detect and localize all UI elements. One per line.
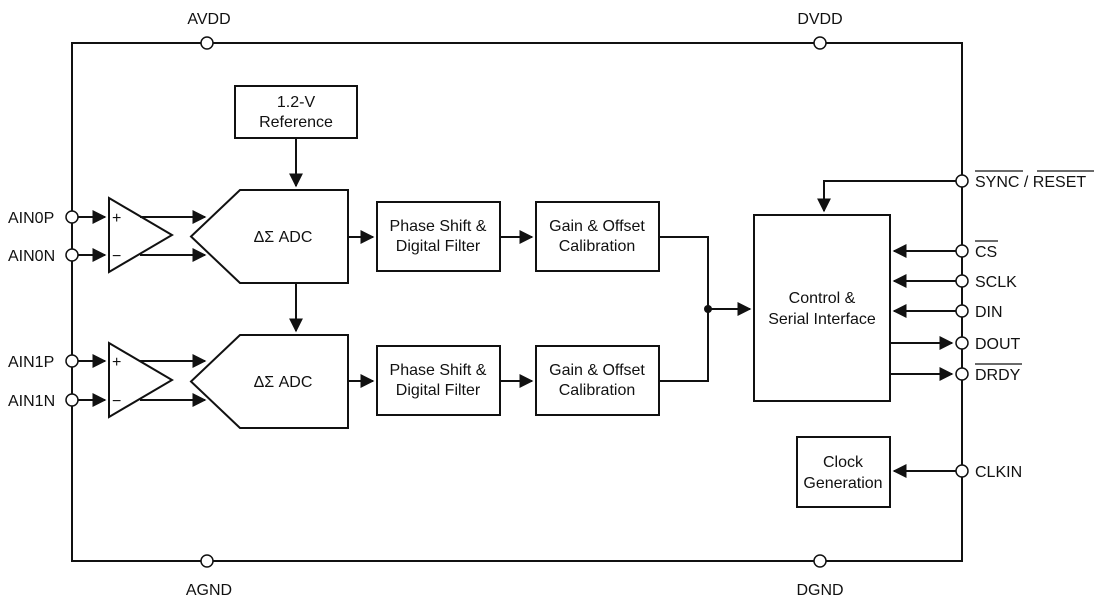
din-label: DIN xyxy=(975,304,1003,321)
dout-label: DOUT xyxy=(975,336,1021,353)
din-pin xyxy=(955,304,969,318)
sync-reset-arrow xyxy=(817,180,956,213)
cal0-to-junction-wire xyxy=(659,236,709,309)
calibration-1-label-line2: Calibration xyxy=(559,382,635,399)
amplifier-1-plus: + xyxy=(112,354,121,371)
filter-1-block xyxy=(376,345,501,416)
amplifier-1-minus: − xyxy=(112,393,121,410)
agnd-pin xyxy=(200,554,214,568)
calibration-1-label-line1: Gain & Offset xyxy=(549,362,645,379)
filter-0-label-line1: Phase Shift & xyxy=(390,218,487,235)
calibration-0-label-line2: Calibration xyxy=(559,238,635,255)
adc-0-label: ΔΣ ADC xyxy=(254,229,313,246)
adc-1-block xyxy=(189,334,349,429)
dgnd-label: DGND xyxy=(796,582,843,599)
ain1n-pin xyxy=(65,393,79,407)
clkin-label: CLKIN xyxy=(975,464,1022,481)
drdy-label: DRDY xyxy=(975,367,1021,384)
adc-0-block xyxy=(189,189,349,284)
chip-outline xyxy=(71,42,963,562)
filter-1-label-line1: Phase Shift & xyxy=(390,362,487,379)
clock-label-line2: Generation xyxy=(803,475,882,492)
ain1p-pin xyxy=(65,354,79,368)
control-block xyxy=(753,214,891,402)
avdd-label: AVDD xyxy=(187,11,230,28)
dvdd-label: DVDD xyxy=(797,11,842,28)
amplifier-0-minus: − xyxy=(112,248,121,265)
ain0n-pin xyxy=(65,248,79,262)
cal1-to-junction-wire xyxy=(659,309,709,382)
filter-0-label-line2: Digital Filter xyxy=(396,238,481,255)
cs-label: CS xyxy=(975,244,997,261)
reference-label-line1: 1.2-V xyxy=(277,94,316,111)
ain0n-label: AIN0N xyxy=(8,248,55,265)
sclk-pin xyxy=(955,274,969,288)
adc-1-label: ΔΣ ADC xyxy=(254,374,313,391)
sclk-label: SCLK xyxy=(975,274,1017,291)
ain0p-pin xyxy=(65,210,79,224)
amplifier-0-plus: + xyxy=(112,210,121,227)
sync-reset-pin xyxy=(955,174,969,188)
clock-label-line1: Clock xyxy=(823,454,864,471)
dvdd-pin xyxy=(813,36,827,50)
control-label-line2: Serial Interface xyxy=(768,311,876,328)
cs-pin xyxy=(955,244,969,258)
drdy-pin xyxy=(955,367,969,381)
agnd-label: AGND xyxy=(186,582,232,599)
dgnd-pin xyxy=(813,554,827,568)
ain1n-label: AIN1N xyxy=(8,393,55,410)
reference-label-line2: Reference xyxy=(259,114,333,131)
clkin-pin xyxy=(955,464,969,478)
calibration-1-block xyxy=(535,345,660,416)
sync-reset-label: SYNC / RESET xyxy=(975,174,1086,191)
dout-pin xyxy=(955,336,969,350)
ain0p-label: AIN0P xyxy=(8,210,54,227)
calibration-0-label-line1: Gain & Offset xyxy=(549,218,645,235)
calibration-0-block xyxy=(535,201,660,272)
filter-0-block xyxy=(376,201,501,272)
filter-1-label-line2: Digital Filter xyxy=(396,382,481,399)
control-label-line1: Control & xyxy=(789,290,856,307)
ain1p-label: AIN1P xyxy=(8,354,54,371)
clock-block xyxy=(796,436,891,508)
avdd-pin xyxy=(200,36,214,50)
